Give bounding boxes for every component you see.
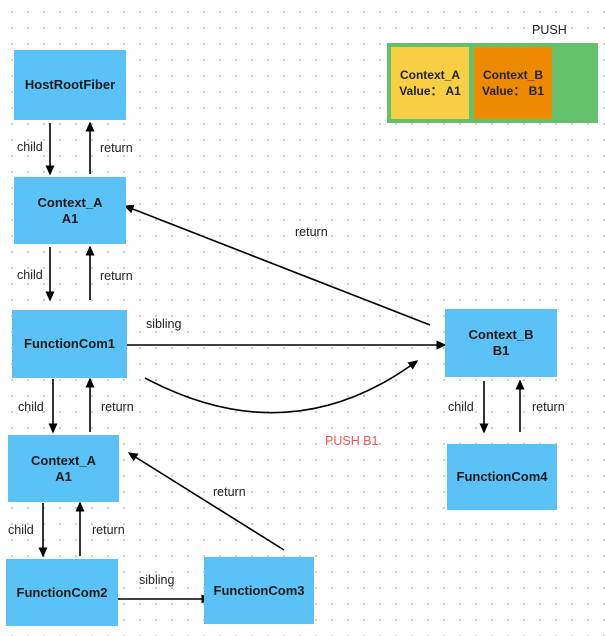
node-label: FunctionCom2 [16, 584, 108, 600]
label-child: child [17, 140, 43, 154]
node-host-root-fiber: HostRootFiber [14, 50, 126, 120]
stack-item-context-a: Context_A Value： A1 [391, 47, 469, 119]
context-stack: Context_A Value： A1 Context_B Value： B1 [387, 43, 598, 123]
label-sibling: sibling [146, 317, 182, 331]
node-label: HostRootFiber [24, 77, 116, 92]
edge-return-contextb-contexta [123, 204, 431, 326]
edge-push-b1-curve [144, 360, 419, 414]
stack-item-name: Context_A [399, 68, 460, 82]
node-function-com2: FunctionCom2 [6, 559, 118, 626]
stack-title: PUSH [532, 23, 567, 37]
node-function-com4: FunctionCom4 [447, 444, 557, 510]
node-function-com1: FunctionCom1 [12, 310, 127, 378]
node-label: FunctionCom4 [456, 469, 548, 484]
node-value: A1 [55, 468, 72, 484]
node-context-b: Context_B B1 [445, 309, 557, 377]
stack-item-value: Value： B1 [481, 84, 545, 98]
label-sibling: sibling [139, 573, 175, 587]
label-child: child [8, 523, 34, 537]
label-return: return [213, 485, 246, 499]
node-label: Context_B [468, 327, 534, 342]
node-context-a-top: Context_A A1 [14, 177, 126, 244]
node-context-a-mid: Context_A A1 [8, 435, 119, 502]
label-child: child [17, 268, 43, 282]
label-return: return [295, 225, 328, 239]
label-return: return [101, 400, 134, 414]
stack-item-context-b: Context_B Value： B1 [474, 47, 552, 119]
node-value: B1 [492, 343, 510, 358]
label-return: return [92, 523, 125, 537]
edge-return-fc3-contexta2 [127, 452, 285, 551]
stack-item-name: Context_B [482, 68, 543, 82]
label-push-b1: PUSH B1 [325, 434, 379, 448]
label-return: return [100, 141, 133, 155]
node-label: FunctionCom3 [213, 582, 305, 598]
node-value: A1 [61, 210, 79, 226]
node-label: FunctionCom1 [24, 336, 115, 351]
node-function-com3: FunctionCom3 [204, 557, 314, 624]
label-return: return [532, 400, 565, 414]
label-child: child [448, 400, 474, 414]
label-return: return [100, 269, 133, 283]
stack-item-value: Value： A1 [399, 84, 461, 98]
node-label: Context_A [30, 452, 96, 468]
label-child: child [18, 400, 44, 414]
node-label: Context_A [37, 194, 103, 210]
